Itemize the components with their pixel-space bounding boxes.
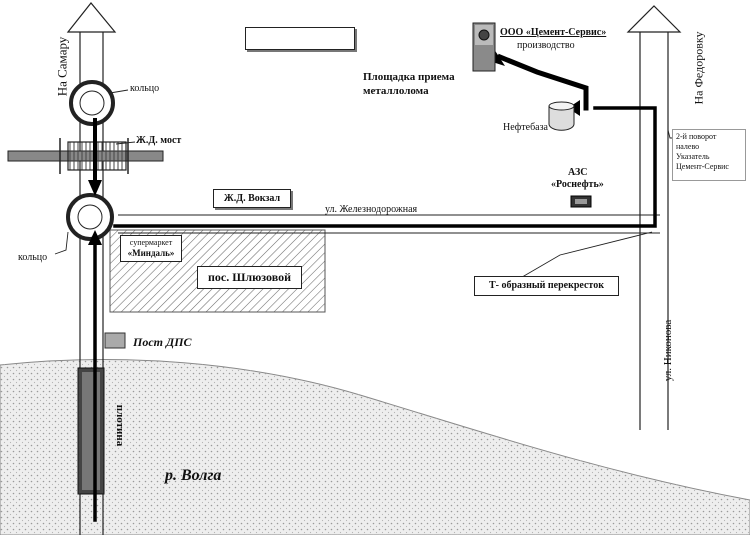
route-arrow-up-volga [88, 230, 102, 245]
label-police-post: Пост ДПС [133, 335, 192, 349]
label-oil-depot: Нефтебаза [503, 122, 548, 133]
arrow-north-samara [66, 2, 117, 33]
label-river: р. Волга [165, 467, 222, 484]
zheleznodorozhnaya-street [118, 214, 660, 234]
label-nikonova: ул. Никонова [662, 319, 675, 382]
oil-depot-tank [548, 101, 575, 131]
label-settlement: пос. Шлюзовой [207, 270, 292, 284]
label-t-junction: Т- образный перекресток [489, 280, 604, 291]
label-company-line2: производство [517, 40, 575, 51]
company-facility [472, 22, 496, 72]
label-turn-line3: Указатель [676, 152, 710, 161]
settlement-box: пос. Шлюзовой [197, 266, 302, 289]
label-ring-top: кольцо [130, 83, 160, 94]
label-supermarket-line1: супермаркет [129, 238, 173, 247]
label-to-fedorovka: На Федоровку [691, 31, 706, 105]
t-junction-box: Т- образный перекресток [474, 276, 619, 296]
label-gas-station-line2: «Роснефть» [551, 179, 604, 190]
route-line [93, 53, 657, 522]
police-post-icon [104, 332, 126, 349]
label-ring-bottom: кольцо [18, 252, 48, 263]
label-to-samara: На Самару [54, 36, 70, 97]
label-scrap-site-line2: металлолома [363, 85, 429, 97]
label-gas-station-line1: АЗС [568, 167, 588, 178]
route-arrow-ring-down [88, 180, 102, 196]
label-supermarket-line2: «Миндаль» [127, 248, 175, 258]
label-turn-line4: Цемент-Сервис [676, 162, 729, 171]
supermarket-box: супермаркет «Миндаль» [120, 235, 182, 262]
map-title-box [245, 27, 355, 50]
label-rail-bridge: Ж.Д. мост [136, 135, 182, 146]
turn-note-box: 2-й поворот налево Указатель Цемент-Серв… [672, 129, 746, 181]
nikonova-street [639, 30, 669, 430]
label-zheleznodorozhnaya: ул. Железнодорожная [325, 204, 418, 215]
arrow-north-fedorovka [626, 5, 682, 33]
label-turn-line1: 2-й поворот [676, 132, 717, 141]
label-dam: плотина [114, 404, 127, 447]
label-rail-station: Ж.Д. Вокзал [223, 193, 281, 204]
rail-station-box: Ж.Д. Вокзал [213, 189, 291, 208]
label-company-line1: ООО «Цемент-Сервис» [500, 27, 607, 38]
label-scrap-site-line1: Площадка приема [363, 71, 455, 83]
label-turn-line2: налево [676, 142, 700, 151]
